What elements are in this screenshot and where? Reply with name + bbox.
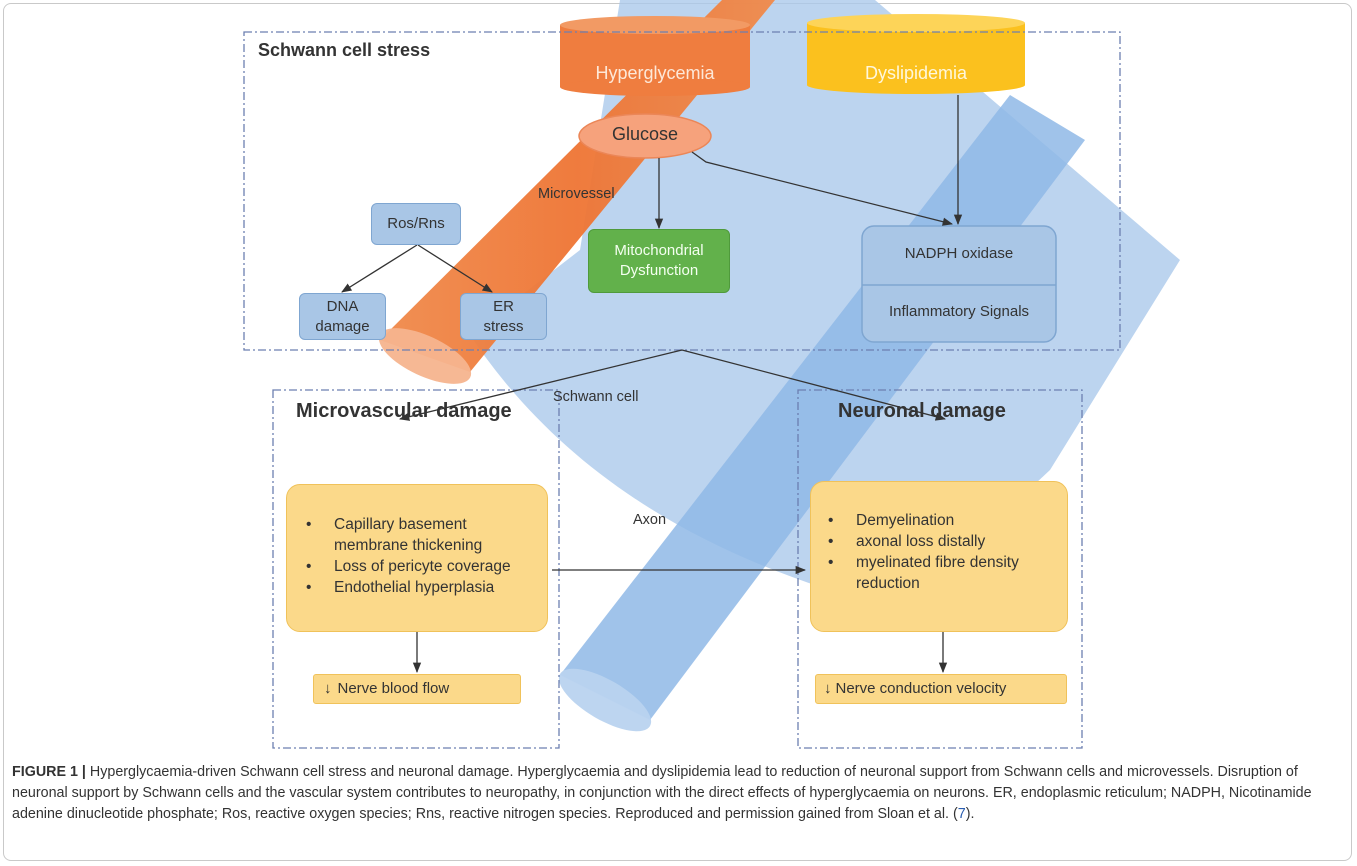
dyslipidemia-label: Dyslipidemia xyxy=(864,63,968,83)
neuro-item-1: Demyelination xyxy=(822,510,1058,531)
glucose-oval xyxy=(578,113,712,159)
arrow-stress-micro xyxy=(398,349,683,421)
caption-end: ). xyxy=(965,806,975,822)
caption-ref[interactable]: 7 xyxy=(957,806,966,822)
nadph-box xyxy=(861,225,1057,343)
arrow-glucose-nadph xyxy=(691,151,954,226)
diagram-canvas xyxy=(243,0,1180,749)
dna-damage-box: DNA damage xyxy=(299,293,386,340)
microvascular-title: Microvascular damage xyxy=(296,400,512,422)
neuro-item-2: axonal loss distally xyxy=(822,531,1058,552)
er-stress-box: ER stress xyxy=(460,293,547,340)
dyslipidemia-cylinder xyxy=(807,14,1025,94)
dna-damage-line2: damage xyxy=(315,317,370,335)
nerve-conduction-box: ↓ Nerve conduction velocity xyxy=(815,674,1067,704)
ros-rns-box: Ros/Rns xyxy=(371,203,461,245)
arrow-ros-dna xyxy=(341,244,418,293)
nerve-blood-flow-label: Nerve blood flow xyxy=(337,680,450,697)
er-stress-line2: stress xyxy=(483,317,524,335)
schwann-stress-title: Schwann cell stress xyxy=(258,40,431,60)
arrow-stress-neuro xyxy=(681,349,947,421)
down-arrow-icon: ↓ xyxy=(824,680,832,697)
arrow-ros-er xyxy=(417,244,493,293)
hyperglycemia-cylinder xyxy=(560,16,750,96)
microvessel-label: Microvessel xyxy=(538,186,615,202)
glucose-label: Glucose xyxy=(611,124,679,144)
nadph-oxidase-label: NADPH oxidase xyxy=(904,245,1014,262)
er-stress-line1: ER xyxy=(493,297,514,315)
nerve-conduction-label: Nerve conduction velocity xyxy=(835,680,1007,697)
neuronal-list: Demyelination axonal loss distally myeli… xyxy=(822,510,1058,594)
caption-text: Hyperglycaemia-driven Schwann cell stres… xyxy=(12,764,1312,822)
nerve-blood-flow-box: ↓ Nerve blood flow xyxy=(313,674,521,704)
micro-item-2: Loss of pericyte coverage xyxy=(300,556,540,577)
neuro-item-3: myelinated fibre density reduction xyxy=(822,552,1058,594)
mito-line2: Dysfunction xyxy=(619,262,699,279)
down-arrow-icon: ↓ xyxy=(324,680,332,697)
hyperglycemia-label: Hyperglycemia xyxy=(595,63,715,83)
microvascular-list: Capillary basement membrane thickening L… xyxy=(300,514,540,598)
axon-label: Axon xyxy=(633,512,667,528)
neuronal-title: Neuronal damage xyxy=(838,400,1006,422)
mitochondrial-dysfunction-box: Mitochondrial Dysfunction xyxy=(588,229,730,293)
schwann-cell-label: Schwann cell xyxy=(553,389,639,405)
caption-label: FIGURE 1 | xyxy=(12,764,86,780)
inflammatory-signals-label: Inflammatory Signals xyxy=(888,303,1030,320)
micro-item-1: Capillary basement membrane thickening xyxy=(300,514,540,556)
dna-damage-line1: DNA xyxy=(326,297,359,315)
figure-caption: FIGURE 1 | Hyperglycaemia-driven Schwann… xyxy=(12,762,1342,825)
micro-item-3: Endothelial hyperplasia xyxy=(300,577,540,598)
microvascular-panel xyxy=(272,389,560,749)
mito-line1: Mitochondrial xyxy=(614,242,704,259)
